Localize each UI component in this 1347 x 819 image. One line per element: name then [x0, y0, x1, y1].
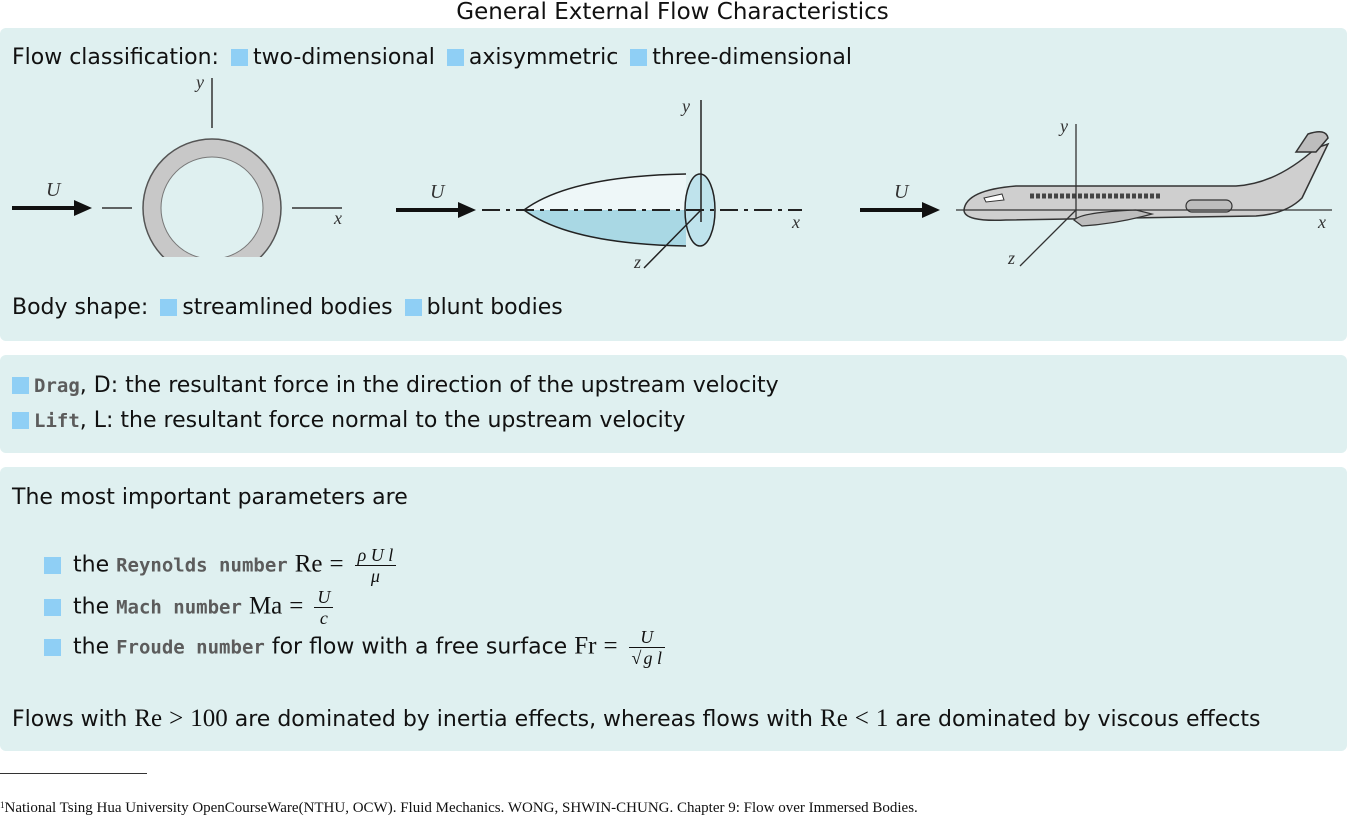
- mach-term: Mach number: [116, 596, 242, 619]
- airplane-wing: [1073, 209, 1155, 227]
- x-label: x: [333, 208, 342, 228]
- flow-arrow-head: [74, 200, 92, 216]
- froude-symbol: Fr: [574, 632, 597, 660]
- froude-context: for flow with a free surface: [271, 634, 568, 660]
- lift-term: Lift: [34, 410, 80, 432]
- two-dimensional-figure: U x y: [12, 72, 342, 257]
- body-shape-line: Body shape: streamlined bodies blunt bod…: [12, 295, 563, 320]
- conclusion-b: are dominated by inertia effects, wherea…: [234, 707, 814, 732]
- mach-item: the Mach number Ma = U c: [44, 587, 334, 628]
- froude-item: the Froude number for flow with a free s…: [44, 627, 665, 668]
- velocity-label: U: [894, 181, 910, 203]
- y-label: y: [194, 72, 204, 92]
- velocity-label: U: [430, 181, 446, 203]
- drag-description: , D: the resultant force in the directio…: [79, 373, 779, 398]
- bullet-square-icon: [230, 49, 248, 66]
- bullet-square-icon: [404, 299, 422, 316]
- body-shape-item: streamlined bodies: [182, 295, 393, 320]
- froude-prefix: the: [73, 634, 110, 660]
- drag-definition: Drag, D: the resultant force in the dire…: [12, 373, 779, 398]
- conclusion-op2: <: [854, 705, 869, 732]
- bullet-square-icon: [12, 412, 29, 429]
- conclusion-re2: Re: [820, 705, 848, 732]
- parameters-intro: The most important parameters are: [12, 485, 408, 510]
- mach-equals: =: [289, 592, 304, 620]
- classification-item: three-dimensional: [652, 45, 852, 70]
- airplane-cockpit: [983, 193, 1005, 203]
- conclusion-v1: 100: [190, 705, 228, 732]
- froude-numerator: U: [628, 627, 665, 648]
- bullet-square-icon: [44, 638, 61, 656]
- mach-numerator: U: [314, 587, 334, 608]
- froude-radicand: g l: [641, 647, 662, 668]
- flow-classification-panel: Flow classification: two-dimensional axi…: [0, 28, 1347, 341]
- z-axis: [643, 209, 702, 269]
- flow-arrow-head: [458, 202, 476, 218]
- bullet-square-icon: [160, 299, 178, 316]
- reynolds-item: the Reynolds number Re = ρ U l μ: [44, 545, 397, 586]
- bullet-square-icon: [12, 377, 29, 394]
- axisymmetric-figure: U x y z: [396, 96, 802, 272]
- flow-classification-label: Flow classification:: [12, 45, 219, 70]
- conclusion-a: Flows with: [12, 707, 128, 732]
- froude-denominator: √g l: [631, 647, 662, 668]
- body-upper-half: [524, 174, 686, 210]
- flow-classification-line: Flow classification: two-dimensional axi…: [12, 45, 852, 70]
- cylinder-inner: [160, 156, 264, 257]
- reynolds-equals: =: [329, 550, 344, 578]
- froude-equals: =: [603, 632, 618, 660]
- y-label: y: [1058, 116, 1068, 136]
- reynolds-denominator: μ: [370, 566, 380, 586]
- froude-term: Froude number: [116, 636, 265, 659]
- footnote: 1National Tsing Hua University OpenCours…: [0, 800, 918, 817]
- x-label: x: [791, 212, 800, 232]
- conclusion-op1: >: [169, 705, 184, 732]
- bullet-square-icon: [44, 556, 61, 574]
- bullet-square-icon: [44, 598, 61, 616]
- footnote-marker: 1: [0, 800, 5, 810]
- conclusion-v2: 1: [875, 705, 889, 732]
- page-title: General External Flow Characteristics: [456, 0, 889, 25]
- body-shape-label: Body shape:: [12, 295, 149, 320]
- z-label: z: [633, 252, 641, 272]
- forces-panel: Drag, D: the resultant force in the dire…: [0, 355, 1347, 453]
- conclusion-re1: Re: [134, 705, 163, 732]
- reynolds-term: Reynolds number: [116, 554, 288, 577]
- mach-symbol: Ma: [248, 592, 283, 620]
- three-dimensional-figure: U x y z: [860, 116, 1332, 268]
- reynolds-symbol: Re: [294, 550, 323, 578]
- z-label: z: [1007, 248, 1015, 268]
- airplane-engine: [1185, 199, 1233, 213]
- classification-item: two-dimensional: [252, 45, 435, 70]
- conclusion-c: are dominated by viscous effects: [895, 707, 1261, 732]
- drag-term: Drag: [34, 375, 80, 397]
- z-axis: [1019, 209, 1077, 267]
- y-label: y: [680, 96, 690, 116]
- classification-item: axisymmetric: [468, 45, 619, 70]
- lift-definition: Lift, L: the resultant force normal to t…: [12, 408, 685, 433]
- reynolds-numerator: ρ U l: [354, 545, 397, 566]
- velocity-label: U: [46, 179, 62, 201]
- bullet-square-icon: [446, 49, 464, 66]
- reynolds-prefix: the: [73, 552, 110, 578]
- lift-description: , L: the resultant force normal to the u…: [79, 408, 686, 433]
- mach-fraction: U c: [314, 587, 334, 628]
- footnote-text: National Tsing Hua University OpenCourse…: [4, 800, 918, 816]
- mach-denominator: c: [319, 608, 328, 628]
- flow-arrow-head: [922, 202, 940, 218]
- froude-fraction: U √g l: [628, 627, 665, 668]
- mach-prefix: the: [73, 594, 110, 620]
- conclusion-line: Flows with Re > 100 are dominated by ine…: [12, 705, 1260, 733]
- airplane-tail: [1294, 131, 1329, 153]
- airplane-fuselage: [963, 142, 1330, 222]
- body-outline: [523, 173, 687, 247]
- x-label: x: [1317, 212, 1326, 232]
- bullet-square-icon: [630, 49, 648, 66]
- parameters-panel: The most important parameters are the Re…: [0, 467, 1347, 751]
- footnote-rule: [0, 773, 147, 774]
- reynolds-fraction: ρ U l μ: [354, 545, 397, 586]
- body-shape-item: blunt bodies: [426, 295, 563, 320]
